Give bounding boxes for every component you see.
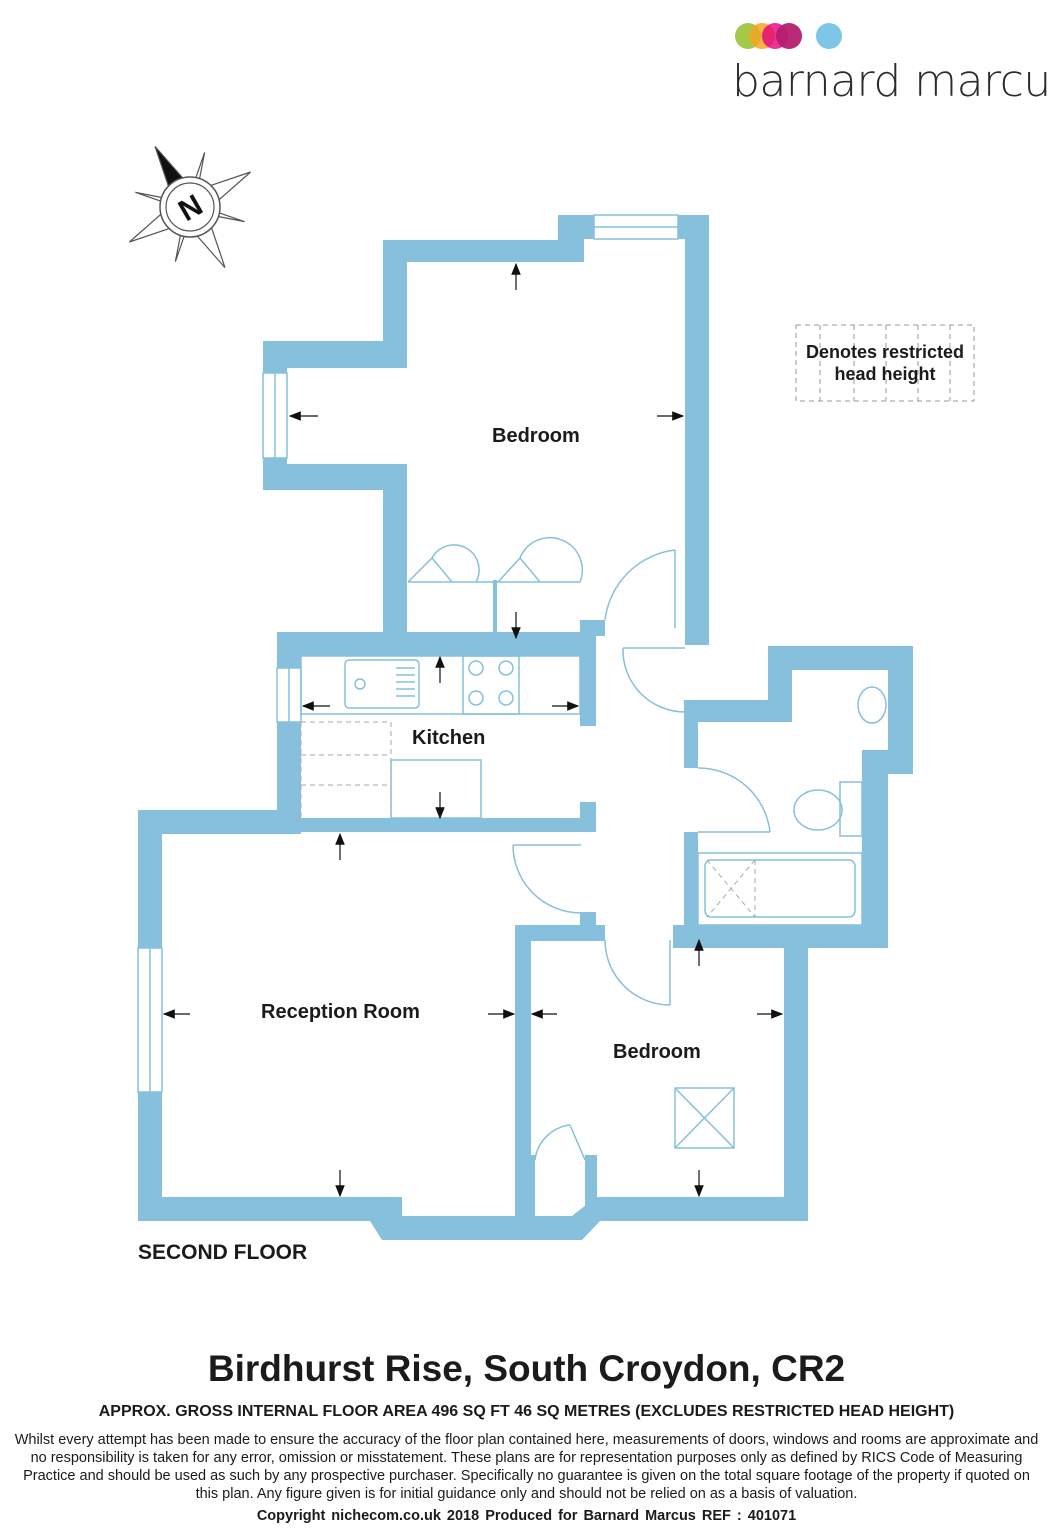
- brand-wordmark: barnard marcus: [732, 56, 1053, 107]
- windows: [137, 214, 679, 1093]
- floor-area-statement: APPROX. GROSS INTERNAL FLOOR AREA 496 SQ…: [98, 1403, 955, 1420]
- dimension-arrows: [162, 262, 784, 1198]
- compass-icon: N: [128, 145, 252, 269]
- room-label-reception: Reception Room: [261, 1001, 420, 1023]
- room-label-bedroom-bottom: Bedroom: [613, 1041, 701, 1063]
- room-label-bedroom-top: Bedroom: [492, 425, 580, 447]
- property-title: Birdhurst Rise, South Croydon, CR2: [207, 1348, 846, 1389]
- restricted-height-hatch: [300, 721, 756, 918]
- disclaimer-text: Whilst every attempt has been made to en…: [14, 1432, 1039, 1502]
- brand-logo-dots: [735, 23, 842, 49]
- walls: [138, 215, 913, 1240]
- logo-dot: [776, 23, 802, 49]
- logo-dot: [816, 23, 842, 49]
- room-label-kitchen: Kitchen: [412, 727, 486, 749]
- door-swings: [407, 536, 771, 1161]
- legend-label: Denotes restricted head height: [805, 342, 965, 384]
- copyright-line: Copyright nichecom.co.uk 2018 Produced f…: [256, 1508, 797, 1524]
- floor-label: SECOND FLOOR: [138, 1241, 308, 1264]
- legend-hatch-icon: [795, 324, 975, 402]
